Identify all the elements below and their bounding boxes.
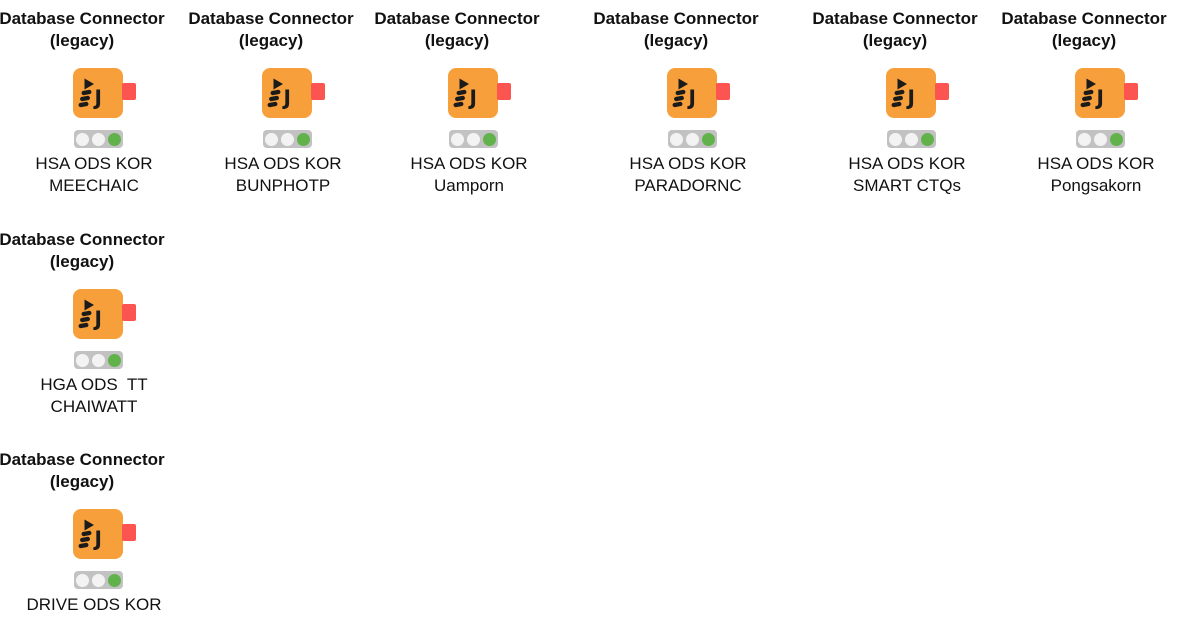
output-port[interactable] (311, 83, 325, 100)
database-connector-icon: J (1075, 68, 1125, 118)
svg-text:J: J (282, 86, 291, 110)
node-label: HSA ODS KOR BUNPHOTP (224, 154, 342, 195)
workflow-node[interactable]: Database Connector (legacy) J HSA ODS KO… (373, 8, 573, 197)
node-type-title: Database Connector (legacy) (374, 9, 540, 50)
status-dot-yellow (904, 132, 918, 146)
status-dot-red (888, 132, 902, 146)
workflow-node[interactable]: Database Connector (legacy) J HGA ODS TT… (0, 229, 198, 418)
status-dot-red (75, 132, 89, 146)
node-type-title: Database Connector (legacy) (0, 230, 165, 271)
node-status-traffic-light (262, 130, 312, 148)
output-port[interactable] (716, 83, 730, 100)
status-dot-red (75, 573, 89, 587)
database-connector-icon: J (73, 68, 123, 118)
workflow-node[interactable]: Database Connector (legacy) J HSA ODS KO… (592, 8, 792, 197)
database-connector-icon: J (73, 509, 123, 559)
database-connector-icon: J (667, 68, 717, 118)
node-label: HSA ODS KOR PARADORNC (629, 154, 747, 195)
status-dot-red (450, 132, 464, 146)
workflow-node[interactable]: Database Connector (legacy) J HSA ODS KO… (187, 8, 387, 197)
node-label: HSA ODS KOR Pongsakorn (1037, 154, 1155, 195)
node-type-title: Database Connector (legacy) (593, 9, 759, 50)
node-status-traffic-light (886, 130, 936, 148)
svg-text:J: J (93, 86, 102, 110)
node-label: HSA ODS KOR MEECHAIC (35, 154, 153, 195)
database-connector-icon: J (262, 68, 312, 118)
node-body[interactable]: J (262, 68, 325, 118)
svg-text:J: J (468, 86, 477, 110)
svg-text:J: J (687, 86, 696, 110)
status-dot-yellow (91, 353, 105, 367)
status-dot-yellow (91, 132, 105, 146)
node-label: HSA ODS KOR SMART CTQs (848, 154, 966, 195)
status-dot-red (669, 132, 683, 146)
node-label: DRIVE ODS KOR (26, 595, 162, 614)
output-port[interactable] (1124, 83, 1138, 100)
workflow-node[interactable]: Database Connector (legacy) J HSA ODS KO… (1000, 8, 1200, 197)
node-label: HSA ODS KOR Uamporn (410, 154, 528, 195)
status-dot-yellow (91, 573, 105, 587)
svg-text:J: J (906, 86, 915, 110)
status-dot-yellow (280, 132, 294, 146)
status-dot-green (482, 132, 496, 146)
database-connector-icon: J (448, 68, 498, 118)
node-type-title: Database Connector (legacy) (1001, 9, 1167, 50)
database-connector-icon: J (886, 68, 936, 118)
output-port[interactable] (122, 83, 136, 100)
output-port[interactable] (497, 83, 511, 100)
node-type-title: Database Connector (legacy) (812, 9, 978, 50)
node-body[interactable]: J (448, 68, 511, 118)
status-dot-green (107, 132, 121, 146)
node-status-traffic-light (73, 571, 123, 589)
node-type-title: Database Connector (legacy) (0, 9, 165, 50)
node-type-title: Database Connector (legacy) (0, 450, 165, 491)
workflow-node[interactable]: Database Connector (legacy) J DRIVE ODS … (0, 449, 198, 616)
node-body[interactable]: J (73, 509, 136, 559)
node-body[interactable]: J (667, 68, 730, 118)
status-dot-green (107, 353, 121, 367)
output-port[interactable] (122, 304, 136, 321)
output-port[interactable] (122, 524, 136, 541)
node-status-traffic-light (73, 351, 123, 369)
node-status-traffic-light (448, 130, 498, 148)
node-status-traffic-light (1075, 130, 1125, 148)
node-status-traffic-light (73, 130, 123, 148)
status-dot-yellow (1093, 132, 1107, 146)
node-status-traffic-light (667, 130, 717, 148)
node-body[interactable]: J (73, 68, 136, 118)
node-body[interactable]: J (73, 289, 136, 339)
svg-text:J: J (93, 307, 102, 331)
status-dot-green (920, 132, 934, 146)
workflow-node[interactable]: Database Connector (legacy) J HSA ODS KO… (811, 8, 1011, 197)
database-connector-icon: J (73, 289, 123, 339)
node-label: HGA ODS TT CHAIWATT (40, 375, 148, 416)
status-dot-green (701, 132, 715, 146)
svg-text:J: J (1095, 86, 1104, 110)
status-dot-red (75, 353, 89, 367)
node-type-title: Database Connector (legacy) (188, 9, 354, 50)
status-dot-green (296, 132, 310, 146)
status-dot-green (1109, 132, 1123, 146)
workflow-node[interactable]: Database Connector (legacy) J HSA ODS KO… (0, 8, 198, 197)
svg-text:J: J (93, 527, 102, 551)
status-dot-yellow (466, 132, 480, 146)
node-body[interactable]: J (886, 68, 949, 118)
output-port[interactable] (935, 83, 949, 100)
status-dot-red (264, 132, 278, 146)
node-body[interactable]: J (1075, 68, 1138, 118)
status-dot-green (107, 573, 121, 587)
status-dot-yellow (685, 132, 699, 146)
status-dot-red (1077, 132, 1091, 146)
